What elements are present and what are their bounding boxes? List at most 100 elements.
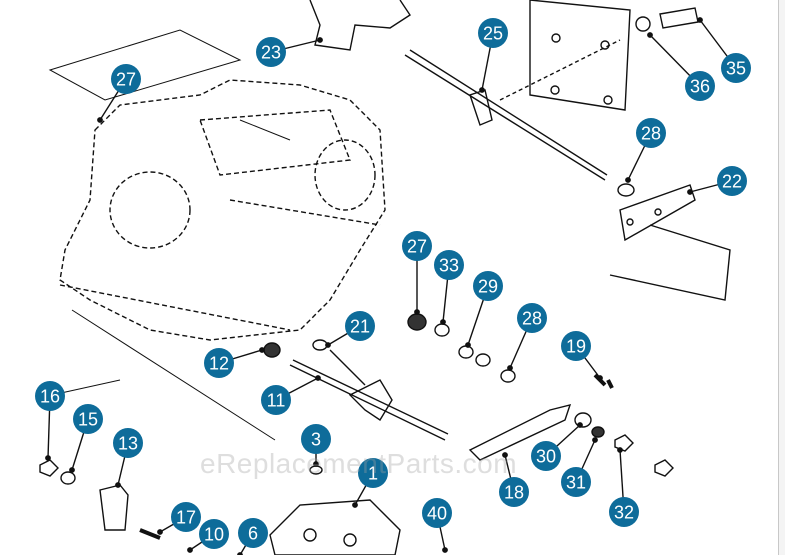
callout-circle	[422, 498, 452, 528]
callout-number: 31	[566, 473, 586, 493]
callout-circle	[73, 404, 103, 434]
callout-number: 17	[176, 508, 196, 528]
arrowhead-icon	[442, 547, 448, 553]
callout-number: 18	[504, 483, 524, 503]
callout-33[interactable]: 33	[434, 250, 464, 280]
callout-number: 32	[614, 503, 634, 523]
callout-28[interactable]: 28	[517, 303, 547, 333]
callout-circle	[301, 424, 331, 454]
arrowhead-icon	[687, 189, 693, 195]
arrowhead-icon	[592, 437, 598, 443]
callout-circle	[358, 458, 388, 488]
callout-16[interactable]: 16	[35, 381, 65, 411]
callout-31[interactable]: 31	[561, 467, 591, 497]
callout-circle	[561, 331, 591, 361]
callout-number: 23	[261, 43, 281, 63]
arrowhead-icon	[315, 375, 321, 381]
arrowhead-icon	[617, 447, 623, 453]
callout-circle	[256, 37, 286, 67]
housing-bore-left	[109, 171, 191, 249]
arrowhead-icon	[647, 32, 653, 38]
arrowhead-icon	[325, 342, 331, 348]
callout-number: 33	[439, 256, 459, 276]
scrollbar[interactable]	[778, 0, 785, 555]
callout-40[interactable]: 40	[422, 498, 452, 528]
callout-circle	[434, 250, 464, 280]
callout-29[interactable]: 29	[473, 271, 503, 301]
callout-circle	[204, 348, 234, 378]
arrowhead-icon	[502, 452, 508, 458]
arrowhead-icon	[69, 467, 75, 473]
callout-circle	[473, 271, 503, 301]
callout-36[interactable]: 36	[685, 71, 715, 101]
callout-12[interactable]: 12	[204, 348, 234, 378]
callout-number: 12	[209, 354, 229, 374]
callout-27[interactable]: 27	[111, 64, 141, 94]
callout-circle	[113, 428, 143, 458]
mounting-plate	[529, 0, 631, 111]
callout-circle	[531, 441, 561, 471]
arrowhead-icon	[577, 422, 583, 428]
housing-bore-right	[314, 139, 376, 211]
arrowhead-icon	[187, 547, 193, 553]
callout-35[interactable]: 35	[721, 53, 751, 83]
callout-19[interactable]: 19	[561, 331, 591, 361]
callout-11[interactable]: 11	[261, 385, 291, 415]
callout-circle	[199, 519, 229, 549]
callout-22[interactable]: 22	[717, 166, 747, 196]
arrowhead-icon	[479, 87, 485, 93]
callout-21[interactable]: 21	[345, 311, 375, 341]
callout-number: 10	[204, 525, 224, 545]
callout-1[interactable]: 1	[358, 458, 388, 488]
arrowhead-icon	[97, 117, 103, 123]
callout-number: 28	[641, 124, 661, 144]
callout-6[interactable]: 6	[238, 518, 268, 548]
callout-circle	[402, 231, 432, 261]
callout-circle	[517, 303, 547, 333]
callout-30[interactable]: 30	[531, 441, 561, 471]
callout-28[interactable]: 28	[636, 118, 666, 148]
callout-10[interactable]: 10	[199, 519, 229, 549]
callout-13[interactable]: 13	[113, 428, 143, 458]
callout-32[interactable]: 32	[609, 497, 639, 527]
callout-17[interactable]: 17	[171, 502, 201, 532]
callout-number: 36	[690, 77, 710, 97]
callout-circle	[478, 18, 508, 48]
callout-number: 21	[350, 317, 370, 337]
callout-number: 30	[536, 447, 556, 467]
arrowhead-icon	[465, 342, 471, 348]
callout-number: 16	[40, 387, 60, 407]
callout-18[interactable]: 18	[499, 477, 529, 507]
arrowhead-icon	[313, 461, 319, 467]
callout-3[interactable]: 3	[301, 424, 331, 454]
callout-circle	[721, 53, 751, 83]
plate-22	[619, 184, 696, 242]
callout-circle	[636, 118, 666, 148]
callout-number: 13	[118, 434, 138, 454]
callout-number: 28	[522, 309, 542, 329]
arrowhead-icon	[115, 482, 121, 488]
callout-number: 35	[726, 59, 746, 79]
callout-15[interactable]: 15	[73, 404, 103, 434]
callout-27[interactable]: 27	[402, 231, 432, 261]
callout-number: 27	[407, 237, 427, 257]
callout-23[interactable]: 23	[256, 37, 286, 67]
transmission-housing	[59, 79, 386, 341]
callout-circle	[561, 467, 591, 497]
callout-number: 6	[248, 524, 258, 544]
callout-circle	[171, 502, 201, 532]
callout-circle	[261, 385, 291, 415]
callout-circle	[238, 518, 268, 548]
arrowhead-icon	[440, 319, 446, 325]
callout-circle	[609, 497, 639, 527]
callout-number: 25	[483, 24, 503, 44]
callout-circle	[685, 71, 715, 101]
arrowhead-icon	[597, 375, 603, 381]
callout-circle	[345, 311, 375, 341]
callout-number: 19	[566, 337, 586, 357]
callout-25[interactable]: 25	[478, 18, 508, 48]
callout-number: 40	[427, 504, 447, 524]
callout-circle	[111, 64, 141, 94]
